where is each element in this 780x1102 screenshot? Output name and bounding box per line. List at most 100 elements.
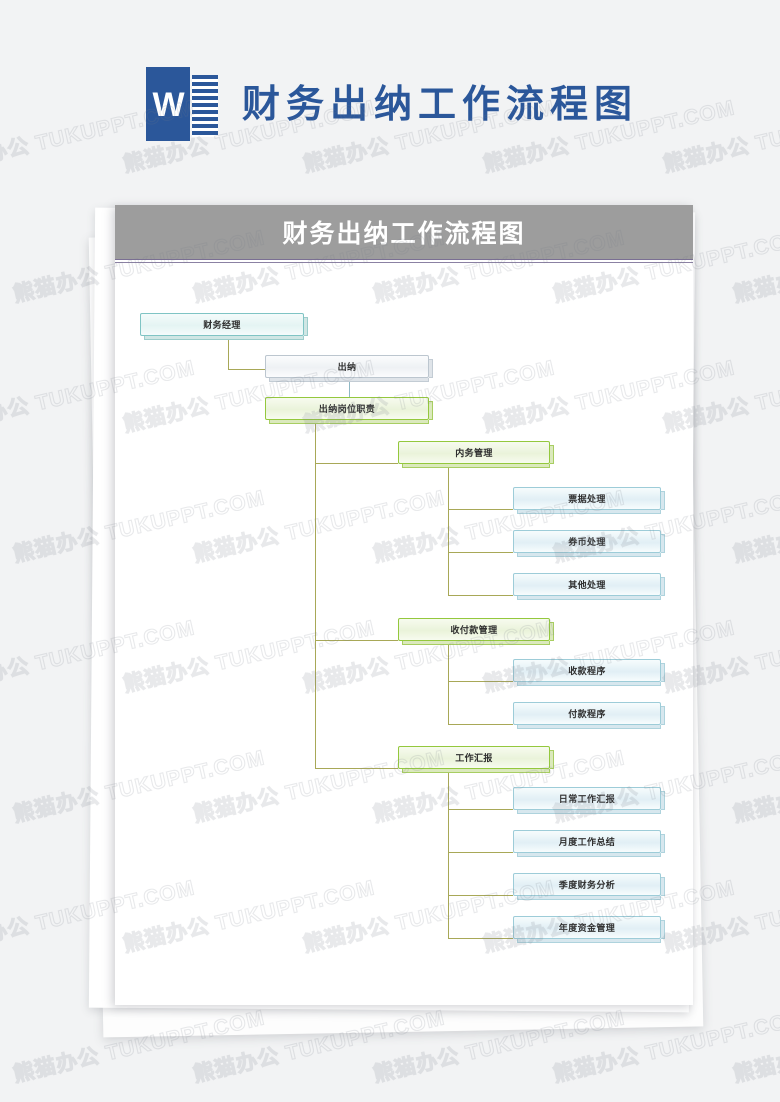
flow-node-bottom-face	[402, 769, 550, 773]
flow-node-bottom-face	[517, 510, 661, 514]
connector-line	[448, 852, 513, 854]
flow-node-bottom-face	[269, 378, 429, 382]
flow-node-face	[513, 702, 661, 725]
flow-node-side-face	[550, 750, 554, 769]
word-icon-letter: W	[152, 85, 184, 124]
flow-node-face	[513, 530, 661, 553]
flow-node-bottom-face	[517, 853, 661, 857]
flow-node-n6[interactable]: 其他处理	[513, 573, 665, 600]
page-header: W 财务出纳工作流程图	[0, 62, 780, 148]
org-flowchart: 财务经理出纳出纳岗位职责内务管理票据处理券币处理其他处理收付款管理收款程序付款程…	[115, 263, 693, 1005]
flow-node-side-face	[661, 663, 665, 682]
flow-node-n4[interactable]: 票据处理	[513, 487, 665, 514]
flow-node-side-face	[661, 920, 665, 939]
flow-node-side-face	[661, 877, 665, 896]
connector-line	[448, 464, 450, 595]
connector-line	[315, 768, 398, 770]
flow-node-label: 票据处理	[568, 494, 606, 504]
flow-node-side-face	[661, 791, 665, 810]
flow-node-side-face	[661, 834, 665, 853]
flow-node-face	[513, 830, 661, 853]
flow-node-bottom-face	[517, 682, 661, 686]
connector-line	[448, 724, 513, 726]
connector-line	[448, 641, 450, 724]
flow-node-side-face	[661, 577, 665, 596]
connector-line	[448, 509, 513, 511]
flow-node-bottom-face	[517, 896, 661, 900]
watermark-text: 熊猫办公 TUKUPPT.COM	[731, 1006, 780, 1087]
document-page: 财务出纳工作流程图 财务经理出纳出纳岗位职责内务管理票据处理券币处理其他处理收付…	[115, 205, 693, 1005]
flow-node-bottom-face	[402, 641, 550, 645]
flow-node-label: 内务管理	[455, 448, 493, 458]
flow-node-bottom-face	[402, 464, 550, 468]
connector-line	[448, 895, 513, 897]
connector-line	[228, 336, 230, 369]
flow-node-face	[398, 746, 550, 769]
watermark-text: 熊猫办公 TUKUPPT.COM	[731, 746, 780, 827]
flow-node-side-face	[550, 445, 554, 464]
flow-node-face	[265, 355, 429, 378]
word-icon-body	[145, 69, 190, 141]
watermark-text: 熊猫办公 TUKUPPT.COM	[731, 486, 780, 567]
flow-node-face	[513, 787, 661, 810]
flow-node-side-face	[661, 491, 665, 510]
flow-node-n2[interactable]: 出纳岗位职责	[265, 397, 433, 424]
flow-node-side-face	[661, 534, 665, 553]
connector-line	[448, 769, 450, 938]
flow-node-n8[interactable]: 收款程序	[513, 659, 665, 686]
flow-node-label: 出纳	[337, 362, 357, 372]
watermark-text: 熊猫办公 TUKUPPT.COM	[731, 226, 780, 307]
flow-node-label: 季度财务分析	[558, 880, 616, 890]
flow-node-face	[398, 618, 550, 641]
flow-node-n10[interactable]: 工作汇报	[398, 746, 554, 773]
flow-node-label: 财务经理	[203, 320, 241, 330]
flow-node-label: 工作汇报	[455, 753, 493, 763]
flow-node-label: 付款程序	[568, 709, 606, 719]
flow-node-n13[interactable]: 季度财务分析	[513, 873, 665, 900]
flow-node-label: 出纳岗位职责	[318, 404, 376, 414]
flow-node-face	[513, 487, 661, 510]
page-title: 财务出纳工作流程图	[241, 84, 638, 126]
connector-line	[315, 640, 398, 642]
connector-line	[448, 552, 513, 554]
flow-node-label: 年度资金管理	[558, 923, 616, 933]
flow-node-n1[interactable]: 出纳	[265, 355, 433, 382]
connector-line	[349, 378, 351, 397]
flow-node-bottom-face	[269, 420, 429, 424]
flow-node-side-face	[429, 401, 433, 420]
flow-node-n12[interactable]: 月度工作总结	[513, 830, 665, 857]
connector-line	[315, 420, 317, 768]
word-document-icon: W	[142, 67, 218, 143]
flow-node-face	[265, 397, 429, 420]
document-banner: 财务出纳工作流程图	[115, 205, 693, 259]
flow-node-label: 日常工作汇报	[558, 794, 616, 804]
flow-node-face	[398, 441, 550, 464]
flow-node-n11[interactable]: 日常工作汇报	[513, 787, 665, 814]
flow-node-label: 收付款管理	[450, 625, 498, 635]
flow-node-side-face	[429, 359, 433, 378]
document-banner-title: 财务出纳工作流程图	[282, 220, 526, 248]
flow-node-label: 收款程序	[568, 666, 606, 676]
banner-divider	[115, 259, 693, 263]
connector-line	[228, 369, 265, 371]
flow-node-face	[513, 573, 661, 596]
flow-node-bottom-face	[517, 725, 661, 729]
flow-node-n5[interactable]: 券币处理	[513, 530, 665, 557]
flow-node-label: 其他处理	[568, 580, 606, 590]
flow-node-n0[interactable]: 财务经理	[140, 313, 308, 340]
flow-node-n3[interactable]: 内务管理	[398, 441, 554, 468]
flow-node-bottom-face	[144, 336, 304, 340]
flow-node-bottom-face	[517, 596, 661, 600]
flow-node-n14[interactable]: 年度资金管理	[513, 916, 665, 943]
flow-node-side-face	[550, 622, 554, 641]
flow-node-bottom-face	[517, 553, 661, 557]
flow-node-n9[interactable]: 付款程序	[513, 702, 665, 729]
flow-node-label: 券币处理	[568, 537, 606, 547]
flow-node-face	[513, 659, 661, 682]
flow-node-side-face	[304, 317, 308, 336]
connector-line	[448, 809, 513, 811]
flow-node-n7[interactable]: 收付款管理	[398, 618, 554, 645]
connector-line	[315, 463, 398, 465]
connector-line	[448, 681, 513, 683]
flow-node-side-face	[661, 706, 665, 725]
